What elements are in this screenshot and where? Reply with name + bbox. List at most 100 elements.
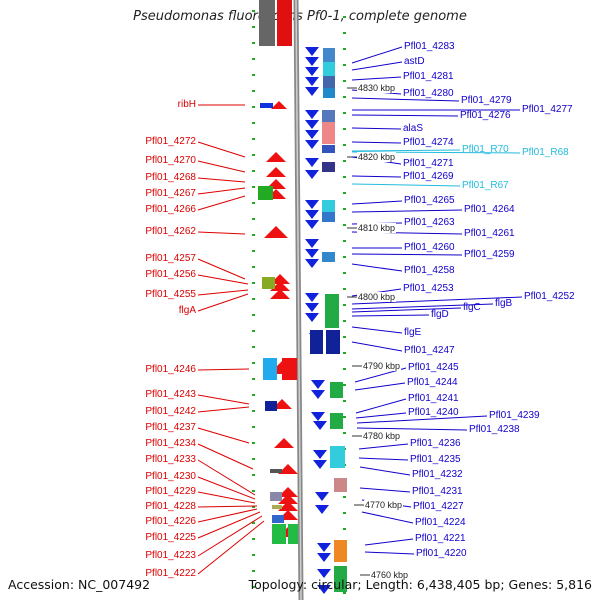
right-connector-line <box>354 382 406 391</box>
left-connector-line <box>197 177 246 183</box>
gene-label-right[interactable]: Pfl01_4274 <box>403 137 454 148</box>
tick-mark <box>252 586 255 588</box>
gene-label-left[interactable]: Pfl01_4257 <box>145 253 196 264</box>
gene-label-right[interactable]: Pfl01_4260 <box>404 242 455 253</box>
gene-label-left[interactable]: Pfl01_4243 <box>145 389 196 400</box>
tick-mark <box>343 368 346 370</box>
minus-strand-gene-arrow <box>311 390 325 399</box>
gene-label-right[interactable]: Pfl01_4281 <box>403 71 454 82</box>
tick-mark <box>252 554 255 556</box>
tick-mark <box>252 138 255 140</box>
gene-label-right[interactable]: Pfl01_4277 <box>522 104 573 115</box>
gene-label-right[interactable]: astD <box>404 56 425 67</box>
gene-label-right[interactable]: Pfl01_4244 <box>407 377 458 388</box>
gene-label-left[interactable]: Pfl01_4233 <box>145 454 196 465</box>
gene-label-left[interactable]: Pfl01_4234 <box>145 438 196 449</box>
minus-strand-gene-arrow <box>305 249 319 258</box>
gene-label-right[interactable]: Pfl01_4220 <box>416 548 467 559</box>
gene-label-right[interactable]: Pfl01_4231 <box>412 486 463 497</box>
tick-mark <box>252 90 255 92</box>
gene-label-right[interactable]: Pfl01_4239 <box>489 410 540 421</box>
minus-strand-gene-block <box>334 540 347 562</box>
gene-label-right[interactable]: Pfl01_4245 <box>408 362 459 373</box>
gene-label-right[interactable]: flgE <box>404 327 422 338</box>
gene-label-right[interactable]: Pfl01_4265 <box>404 195 455 206</box>
gene-label-left[interactable]: Pfl01_4270 <box>145 155 196 166</box>
right-connector-line <box>351 175 402 178</box>
gene-label-right[interactable]: Pfl01_4258 <box>404 265 455 276</box>
gene-label-right[interactable]: Pfl01_4279 <box>461 95 512 106</box>
gene-label-left[interactable]: Pfl01_4229 <box>145 486 196 497</box>
tick-mark <box>252 26 255 28</box>
gene-label-right[interactable]: Pfl01_4261 <box>464 228 515 239</box>
gene-label-right[interactable]: alaS <box>403 123 424 134</box>
gene-label-right[interactable]: Pfl01_4252 <box>524 291 575 302</box>
minus-strand-gene-arrow <box>305 293 319 302</box>
tick-mark <box>343 272 346 274</box>
minus-strand-gene-block <box>322 252 335 262</box>
tick-mark <box>252 298 255 300</box>
plus-strand-gene-block <box>260 103 273 108</box>
gene-label-right[interactable]: Pfl01_4263 <box>404 217 455 228</box>
rna-gene-label[interactable]: Pfl01_R68 <box>522 147 569 158</box>
tick-mark <box>343 432 346 434</box>
gene-label-right[interactable]: Pfl01_4253 <box>403 283 454 294</box>
gene-label-left[interactable]: Pfl01_4268 <box>145 172 196 183</box>
gene-label-right[interactable]: Pfl01_4264 <box>464 204 515 215</box>
gene-label-right[interactable]: Pfl01_4236 <box>410 438 461 449</box>
gene-label-right[interactable]: Pfl01_4283 <box>404 41 455 52</box>
gene-label-right[interactable]: Pfl01_4221 <box>415 533 466 544</box>
gene-label-right[interactable]: flgD <box>431 309 449 320</box>
gene-label-left[interactable]: Pfl01_4266 <box>145 204 196 215</box>
minus-strand-gene-arrow <box>317 569 331 578</box>
gene-label-right[interactable]: Pfl01_4232 <box>412 469 463 480</box>
gene-label-right[interactable]: Pfl01_4240 <box>408 407 459 418</box>
gene-label-left[interactable]: Pfl01_4246 <box>145 364 196 375</box>
gene-label-right[interactable]: Pfl01_4276 <box>460 110 511 121</box>
right-connector-line <box>364 538 414 546</box>
gene-label-left[interactable]: Pfl01_4222 <box>145 568 196 579</box>
kbp-scale-marker: 4810 kbp <box>357 223 397 233</box>
tick-mark <box>343 528 346 530</box>
gene-label-right[interactable]: flgB <box>495 298 513 309</box>
gene-label-left[interactable]: Pfl01_4237 <box>145 422 196 433</box>
gene-label-right[interactable]: Pfl01_4227 <box>413 501 464 512</box>
left-connector-line <box>197 476 256 500</box>
plus-strand-gene-arrow <box>271 101 287 109</box>
gene-label-right[interactable]: Pfl01_4259 <box>464 249 515 260</box>
gene-label-left[interactable]: Pfl01_4255 <box>145 289 196 300</box>
gene-label-right[interactable]: flgC <box>463 302 481 313</box>
minus-strand-gene-block <box>330 446 345 468</box>
gene-label-left[interactable]: ribH <box>177 99 196 110</box>
gene-label-right[interactable]: Pfl01_4269 <box>403 171 454 182</box>
gene-label-right[interactable]: Pfl01_4238 <box>469 424 520 435</box>
gene-label-right[interactable]: Pfl01_4241 <box>408 393 459 404</box>
gene-label-left[interactable]: Pfl01_4226 <box>145 516 196 527</box>
minus-strand-gene-arrow <box>305 67 319 76</box>
gene-label-right[interactable]: Pfl01_4280 <box>403 88 454 99</box>
gene-label-left[interactable]: Pfl01_4256 <box>145 269 196 280</box>
gene-label-left[interactable]: Pfl01_4228 <box>145 501 196 512</box>
gene-label-left[interactable]: Pfl01_4230 <box>145 471 196 482</box>
tick-mark <box>252 474 255 476</box>
gene-label-right[interactable]: Pfl01_4235 <box>410 454 461 465</box>
gene-label-left[interactable]: Pfl01_4242 <box>145 406 196 417</box>
plus-strand-gene-arrow <box>274 438 294 448</box>
tick-mark <box>343 256 346 258</box>
gene-label-left[interactable]: Pfl01_4267 <box>145 188 196 199</box>
tick-mark <box>252 378 255 380</box>
gene-label-right[interactable]: Pfl01_4271 <box>403 158 454 169</box>
minus-strand-gene-arrow <box>317 585 331 594</box>
backbone-highlight <box>295 0 302 600</box>
gene-label-left[interactable]: Pfl01_4262 <box>145 226 196 237</box>
gene-label-right[interactable]: Pfl01_4247 <box>404 345 455 356</box>
gene-label-left[interactable]: Pfl01_4223 <box>145 550 196 561</box>
rna-gene-label[interactable]: Pfl01_R67 <box>462 180 509 191</box>
minus-strand-gene-arrow <box>305 210 319 219</box>
gene-label-right[interactable]: Pfl01_4224 <box>415 517 466 528</box>
rna-gene-label[interactable]: Pfl01_R70 <box>462 144 509 155</box>
plus-strand-gene-arrow <box>266 167 286 177</box>
gene-label-left[interactable]: flgA <box>178 305 196 316</box>
gene-label-left[interactable]: Pfl01_4225 <box>145 532 196 543</box>
gene-label-left[interactable]: Pfl01_4272 <box>145 136 196 147</box>
